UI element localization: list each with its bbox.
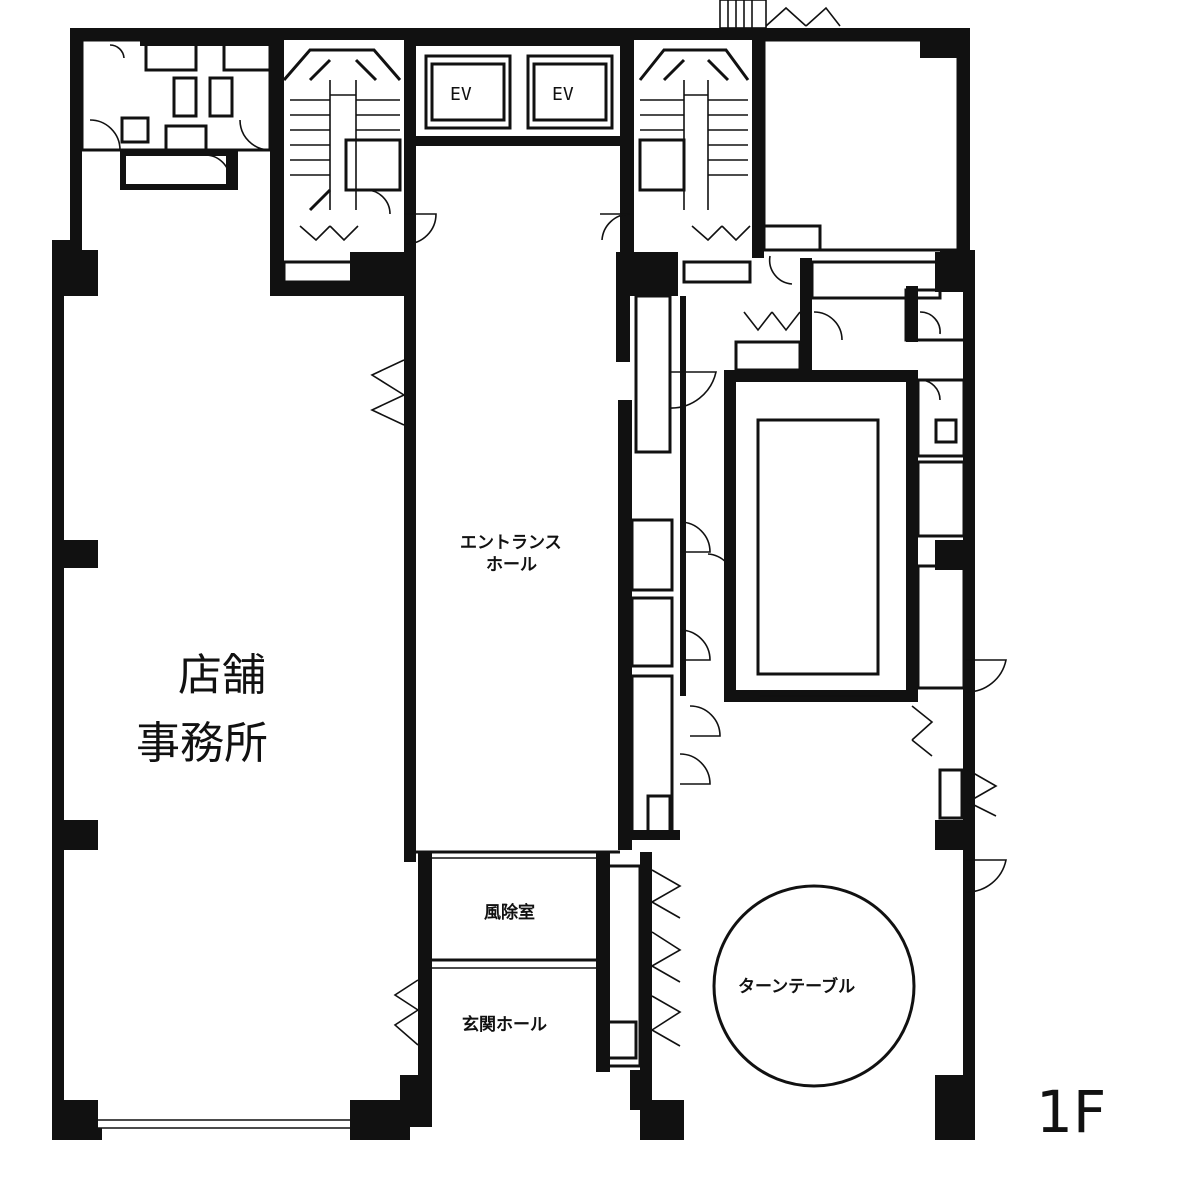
entrance-hall-label-1: エントランス <box>460 533 562 553</box>
top-right-room <box>719 0 960 252</box>
entrance-hall: エントランス ホール <box>416 282 632 854</box>
stair-core-left <box>270 28 437 296</box>
entry-rooms: 風除室 玄関ホール <box>393 852 610 1127</box>
floor-label: 1F <box>1036 1078 1106 1146</box>
store-office-label-1: 店舗 <box>178 650 266 701</box>
stair-core-right <box>600 28 764 296</box>
columns <box>52 28 975 1140</box>
windbreak-room-label: 風除室 <box>484 902 535 923</box>
turntable-label: ターンテーブル <box>738 976 855 997</box>
turntable: ターンテーブル <box>712 884 916 1088</box>
vestibule-label: 玄関ホール <box>462 1014 547 1035</box>
store-office-label-2: 事務所 <box>136 718 268 769</box>
elevator-label-1: EV <box>450 84 472 105</box>
service-rooms <box>602 224 968 1110</box>
stair-treads-right <box>640 99 748 176</box>
store-area: 店舗 事務所 <box>98 282 416 1129</box>
parking-core <box>724 370 918 702</box>
entrance-hall-label-2: ホール <box>486 555 537 575</box>
elevator-core: EV EV <box>404 40 632 146</box>
elevator-label-2: EV <box>552 84 574 105</box>
stair-treads-left <box>290 99 400 176</box>
outer-walls <box>52 28 975 1140</box>
toilet-block <box>80 38 272 190</box>
door-swings <box>651 255 1007 1047</box>
